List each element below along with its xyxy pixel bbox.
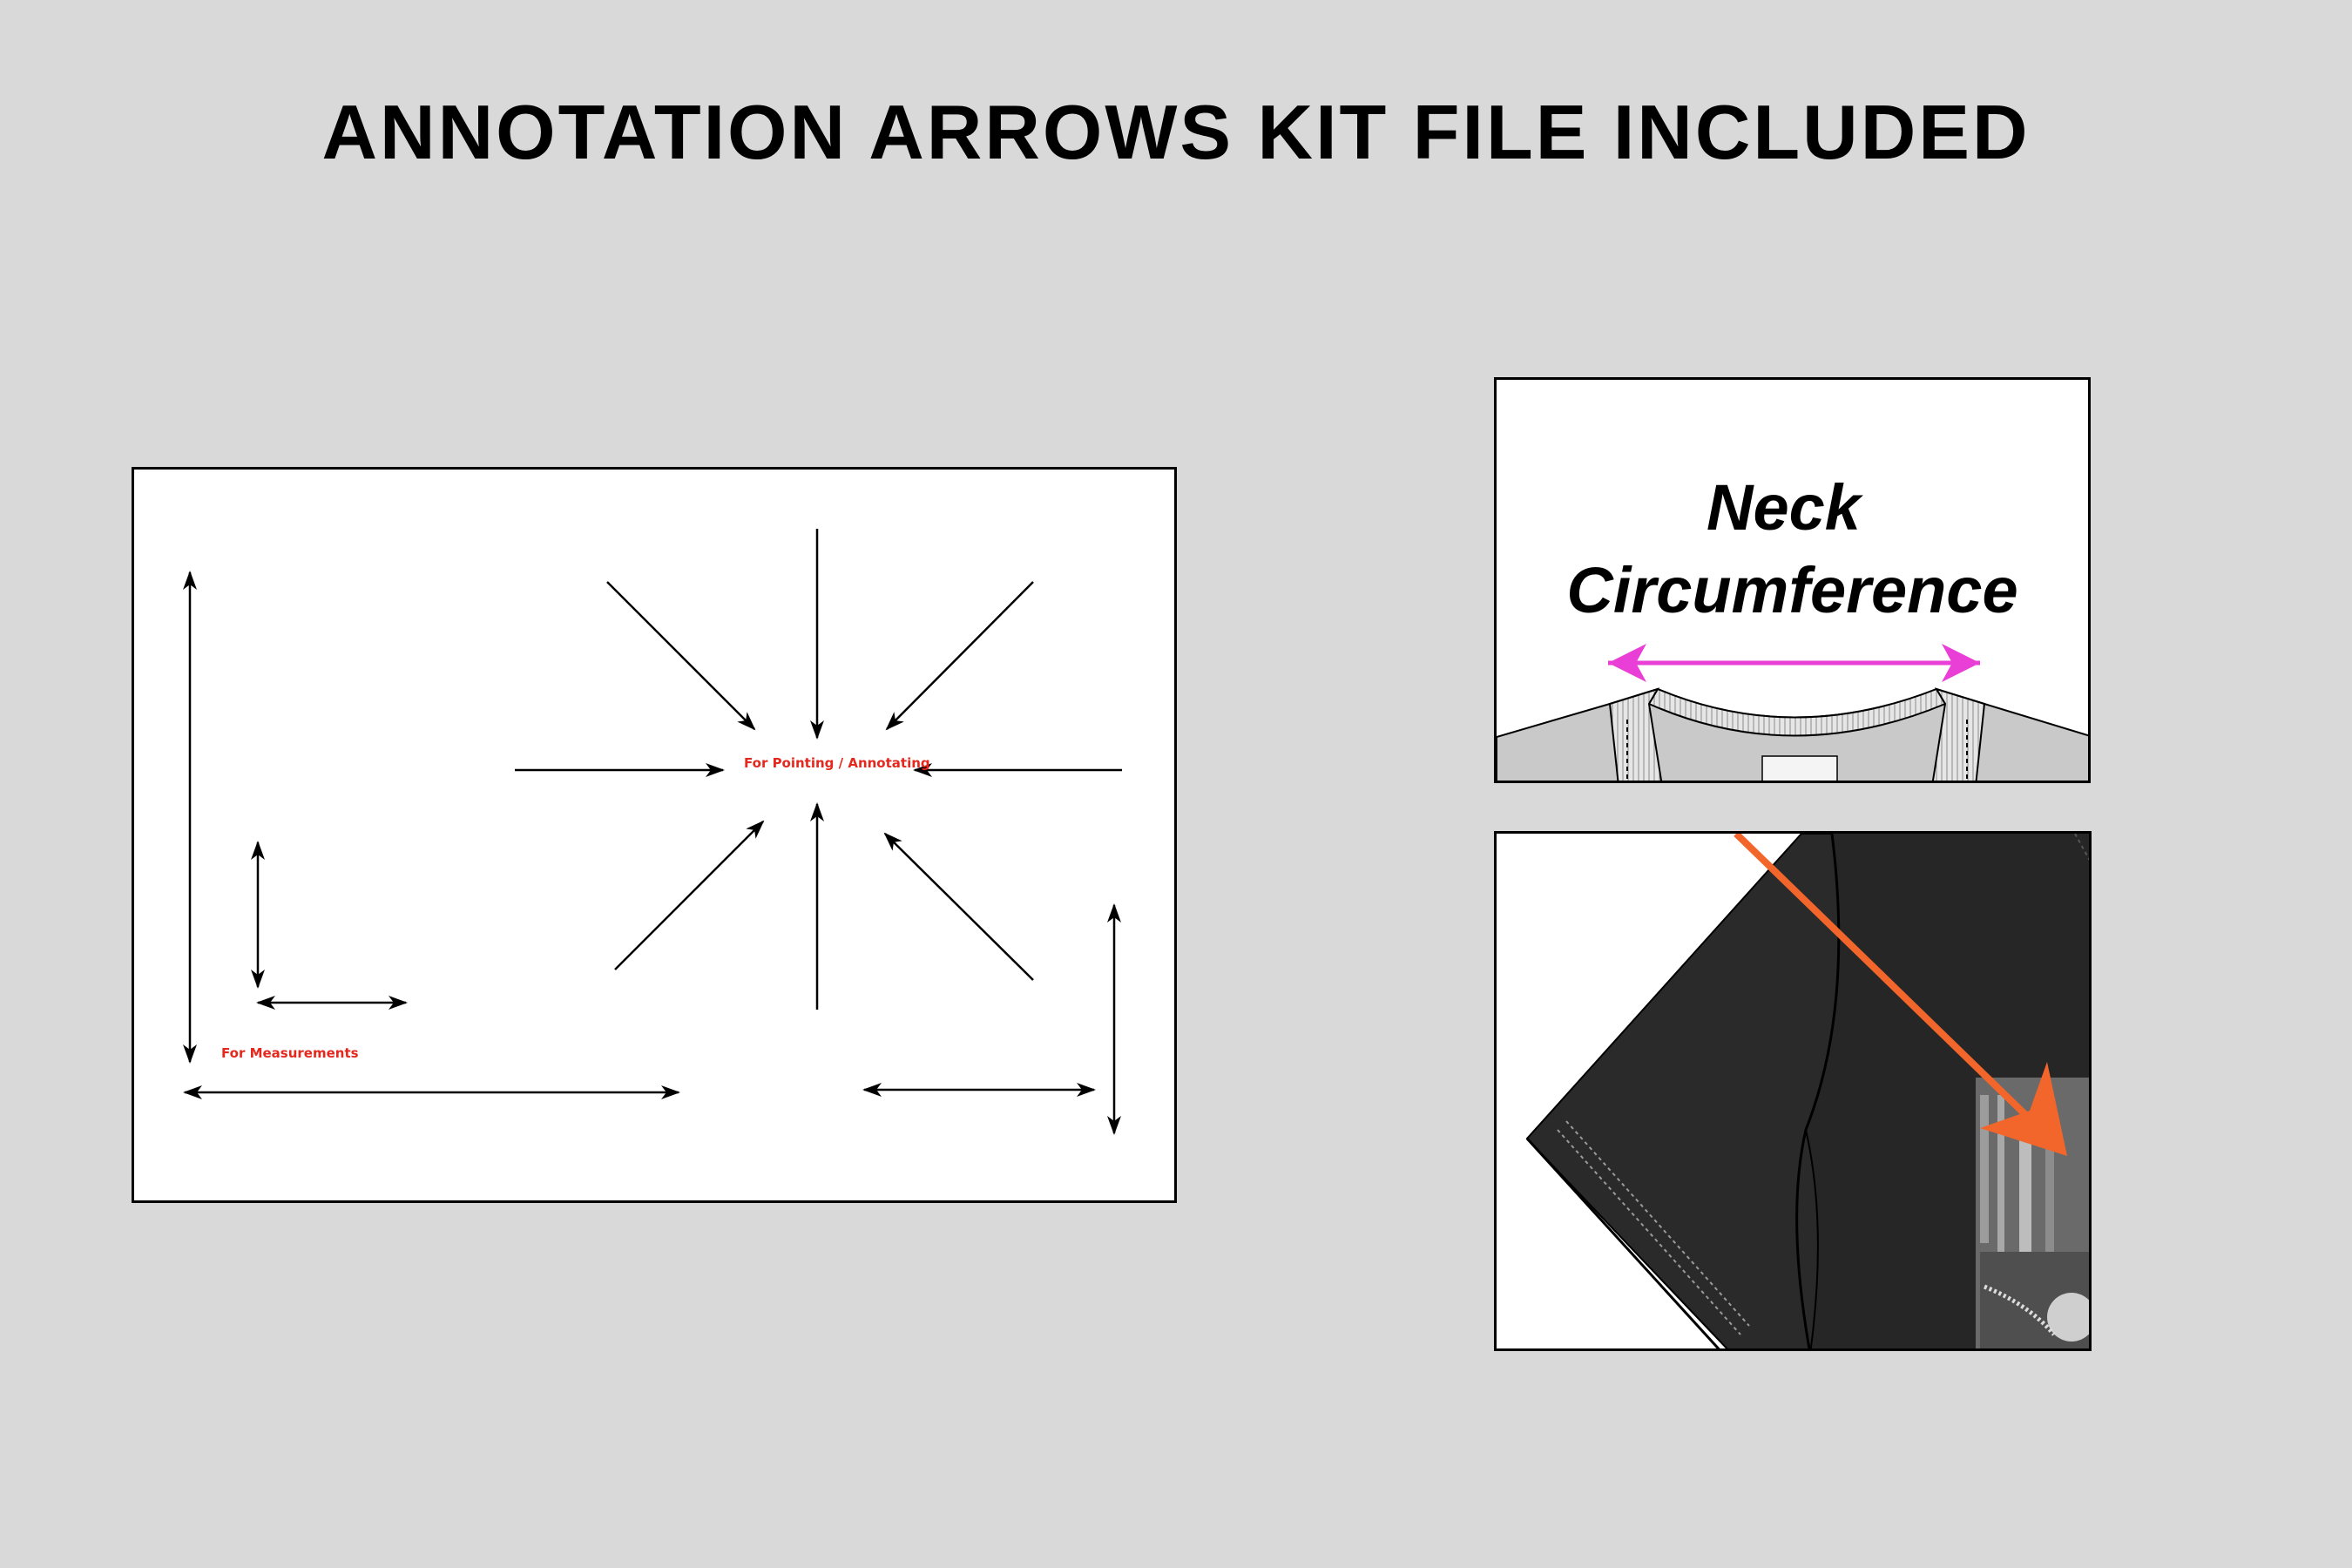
page-title: ANNOTATION ARROWS KIT FILE INCLUDED xyxy=(321,89,2031,175)
neck-measure-arrow xyxy=(1608,644,1980,682)
arrow-kit-panel: For Pointing / Annotating For Measuremen… xyxy=(132,467,1177,1203)
arrow-diag-nw xyxy=(883,832,1034,981)
sleeve-drawing xyxy=(1497,834,2089,1348)
sleeve-example-panel xyxy=(1494,831,2092,1351)
pointing-arrows xyxy=(515,529,1122,1010)
measurement-arrows xyxy=(183,571,1121,1135)
neck-label-line1: Neck xyxy=(1707,471,1861,544)
collar-side-right xyxy=(1931,687,1986,781)
neck-example-panel: Neck Circumference xyxy=(1494,377,2091,783)
collar-side-left xyxy=(1608,687,1663,781)
measurement-label: For Measurements xyxy=(221,1045,359,1061)
pointing-label: For Pointing / Annotating xyxy=(744,755,930,771)
neck-label-tag xyxy=(1761,755,1838,781)
sleeve-pointer-arrow xyxy=(1734,834,2067,1156)
neck-label-line2: Circumference xyxy=(1566,554,2018,626)
arrow-diag-sw xyxy=(885,581,1034,731)
arrow-kit-drawing xyxy=(183,529,1122,1135)
arrow-diag-ne xyxy=(614,820,765,970)
arrow-diag-se xyxy=(606,581,756,731)
neck-drawing xyxy=(1497,644,2088,781)
